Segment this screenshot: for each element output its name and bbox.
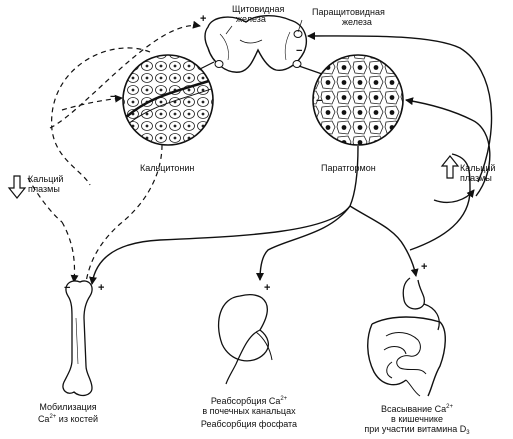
thyroid-to-cells-line (199, 61, 215, 70)
thyroid-gland (204, 15, 308, 73)
pth-arrow-to-bone (89, 205, 351, 285)
kidney-illustration (218, 294, 273, 385)
pth-arrow-to-kidney (256, 205, 351, 281)
intestine-caption-vitamin: при участии витамина D (364, 424, 467, 434)
plasma-calcium-left-label: Кальций плазмы (28, 174, 63, 194)
kidney-caption-line2: в почечных канальцах (202, 406, 296, 416)
bone-minus-sign: − (64, 282, 71, 294)
calcitonin-label: Кальцитонин (140, 163, 195, 173)
bone-caption: Мобилизация Ca2+ из костей (18, 402, 118, 424)
plasma-calcium-right-label: Кальций плазмы (460, 163, 495, 183)
intestine-plus-sign: + (421, 261, 428, 273)
intestine-caption-line2: в кишечнике (391, 414, 443, 424)
intestine-caption-line1: Всасывание Ca2+ (352, 402, 482, 414)
bone-caption-ca: Ca (37, 414, 50, 424)
kidney-caption-ca: Реабсорбция Ca (210, 396, 281, 406)
thyroid-label: Щитовидная железа (232, 4, 284, 24)
arrow-to-parathyroid-cells (405, 97, 491, 197)
plasma-calcium-right-line1: Кальций (460, 163, 496, 173)
bone-caption-charge: 2+ (49, 414, 57, 420)
thyroid-label-line1: Щитовидная (232, 4, 285, 14)
parathyroid-cells-minus-sign: − (316, 95, 323, 107)
kidney-caption-line3: Реабсорбция фосфата (200, 419, 298, 429)
parathyroid-label-line2: железа (342, 17, 372, 27)
parathyroid-leader (297, 19, 303, 33)
thyroid-leader (225, 25, 233, 35)
kidney-caption-line1: Реабсорбция Ca2+ (184, 394, 314, 406)
dashed-plasma-left-down (27, 177, 63, 223)
plasma-calcium-down-arrow-icon (7, 175, 27, 199)
bone-caption-source: из костей (56, 414, 99, 424)
parathyroid-minus-sign: − (296, 45, 303, 57)
bone-illustration (62, 280, 93, 397)
plasma-calcium-up-arrow-icon (440, 155, 460, 179)
kidney-caption: Реабсорбция Ca2+ в почечных канальцах Ре… (184, 394, 314, 429)
thyroid-plus-sign: + (200, 13, 207, 25)
plasma-calcium-left-line1: Кальций (28, 174, 64, 184)
intestine-caption-line3: при участии витамина D3 (352, 424, 482, 438)
intestine-caption-charge: 2+ (446, 404, 453, 410)
calcitonin-cells-micrograph (122, 54, 214, 146)
bone-caption-line1: Мобилизация (39, 402, 97, 412)
parathyroid-cells-micrograph (312, 54, 404, 146)
intestine-illustration (367, 277, 446, 397)
calcitonin-dashed-line (85, 144, 163, 283)
dashed-arrow-to-calcitonin-cells (61, 94, 123, 111)
parathormone-label: Паратгормон (321, 163, 376, 173)
bone-caption-line2: Ca2+ из костей (18, 412, 118, 424)
intestine-caption-ca: Всасывание Ca (380, 404, 447, 414)
bone-plus-sign: + (98, 282, 105, 294)
calcitonin-cells-minus-sign: − (110, 91, 117, 103)
arrow-to-parathyroid-gland (307, 31, 493, 183)
intestine-caption: Всасывание Ca2+ в кишечнике при участии … (352, 402, 482, 438)
dashed-loop-outer (51, 47, 151, 186)
kidney-caption-charge: 2+ (280, 396, 288, 402)
thyroid-label-line2: железа (236, 14, 266, 24)
parathyroid-label: Паращитовидная железа (312, 7, 385, 27)
dashed-arrow-to-thyroid (49, 20, 201, 129)
parathyroid-label-line1: Паращитовидная (312, 7, 385, 17)
plasma-calcium-right-line2: плазмы (460, 173, 492, 183)
pth-trunk (349, 145, 359, 207)
plasma-right-arrow (433, 189, 475, 204)
intestine-caption-vitamin-sub: 3 (466, 430, 470, 436)
pth-arrow-to-intestine (349, 205, 419, 277)
plasma-calcium-left-line2: плазмы (28, 184, 60, 194)
parathyroid-to-cells-line (298, 65, 323, 75)
kidney-plus-sign: + (264, 282, 271, 294)
dashed-arrow-to-bone-left (61, 221, 79, 283)
